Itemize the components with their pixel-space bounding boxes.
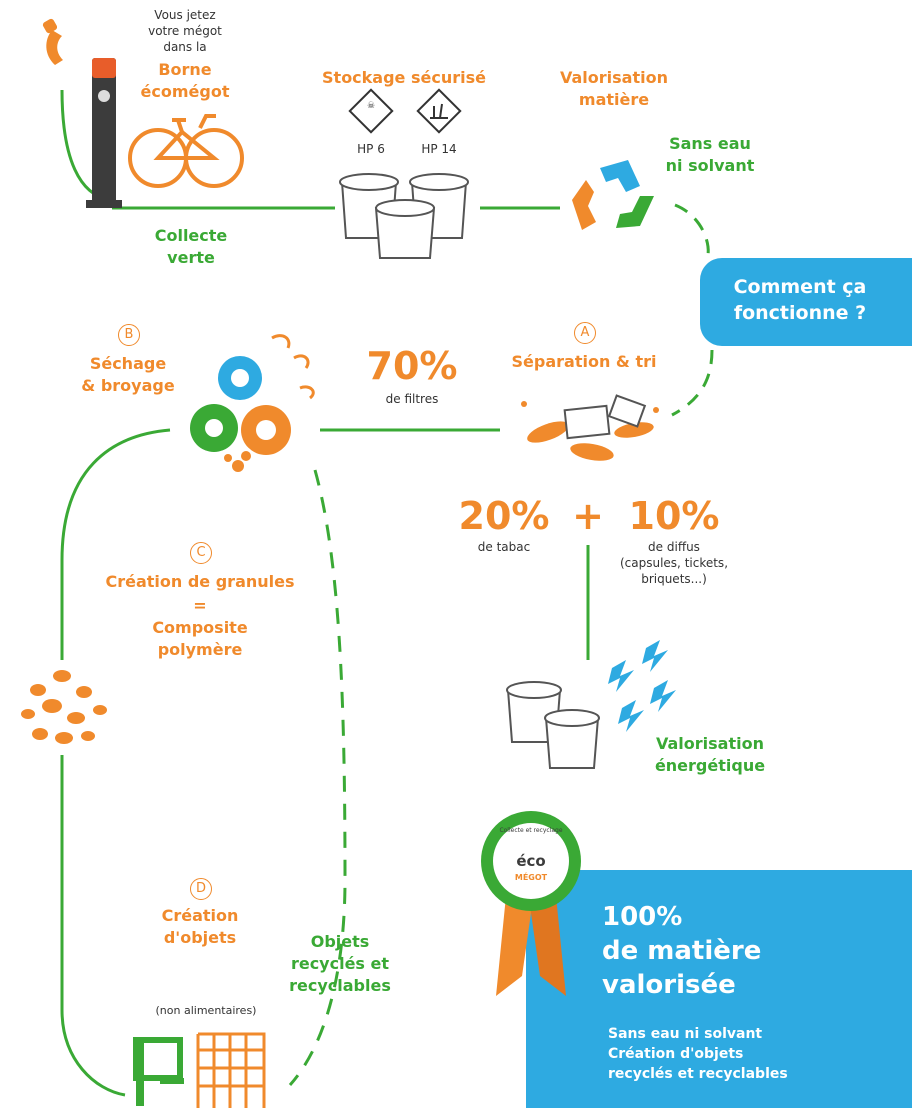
valorisation-matiere-line-2: matière [578,90,650,109]
summary-line-1: de matière [602,936,762,966]
non-alimentaires-label: (non alimentaires) [155,1004,257,1017]
summary-box: 100% de matière valorisée Sans eau ni so… [526,870,912,1108]
step-a-title: Séparation & tri [511,352,657,371]
step-c-badge: C [190,542,212,564]
diffus-line-1: de diffus [648,540,700,554]
collecte-label-2: verte [167,248,215,267]
summary-sub-1: Sans eau ni solvant [608,1026,763,1042]
step-b-line-2: & broyage [81,376,175,395]
collect-line-1: Vous jetez [154,8,216,22]
connector-lines [60,89,714,1097]
borne-ecomegot-icon [86,58,122,208]
line-broyage-to-objets-dashed [288,469,347,1086]
rosette-inner [493,823,569,899]
collect-line-2: votre mégot [148,24,222,38]
energetique-line-2: énergétique [654,756,766,775]
step-c-line-2: = [193,596,207,615]
hp6-label: HP 6 [357,142,385,156]
step-b-badge: B [118,324,140,346]
line-valorisation-to-comment [674,203,710,256]
comment-line-2: fonctionne ? [733,302,867,324]
sans-eau-line-1: Sans eau [669,134,751,153]
badge-megot-text: MÉGOT [515,871,548,882]
football-goal-icon [196,1032,266,1108]
objets-line-3: recyclables [289,976,391,995]
bicycle-icon [128,114,244,188]
tabac-label: de tabac [477,540,531,554]
tabac-percent: 20% [458,494,550,538]
separation-pile-icon [521,394,659,461]
borne-label-1: Borne [158,60,212,79]
step-b-line-1: Séchage [89,354,167,373]
objets-line-1: Objets [310,932,370,951]
basketball-hoop-icon [133,1037,184,1106]
summary-line-2: valorisée [602,970,736,1000]
step-c-line-4: polymère [157,640,243,659]
line-comment-to-tri [671,349,714,417]
borne-label-2: écomégot [140,82,230,101]
filters-label: de filtres [385,392,439,406]
storage-buckets-icon [339,173,469,259]
step-d-line-2: d'objets [163,928,237,947]
collecte-label-1: Collecte [154,226,228,245]
comment-line-1: Comment ça [733,276,867,298]
step-d-badge: D [190,878,212,900]
collect-line-3: dans la [163,40,207,54]
diffus-line-3: briquets...) [641,572,707,586]
badge-eco-text: éco [516,852,545,870]
comment-box: Comment ça fonctionne ? [700,258,912,346]
valorisation-matiere-line-1: Valorisation [560,68,668,87]
stockage-title: Stockage sécurisé [322,68,486,87]
sans-eau-line-2: ni solvant [665,156,755,175]
badge-arc-text: Collecte et recyclage [499,827,562,834]
energy-buckets-icon [506,681,600,769]
step-c-line-1: Création de granules [105,572,295,591]
plus-sign: + [572,494,604,538]
step-d-line-1: Création [161,906,239,925]
hp14-label: HP 14 [421,142,457,156]
hazard-hp14-icon [416,88,462,134]
objets-line-2: recyclés et [290,954,390,973]
gears-icon [190,334,315,472]
energetique-line-1: Valorisation [656,734,764,753]
svg-text:☠: ☠ [367,101,375,111]
recycle-arrows-icon [572,160,654,230]
lightning-icon [608,640,676,732]
summary-percent: 100% [602,902,683,932]
cigarette-butt-icon [42,18,63,65]
filters-percent: 70% [366,344,458,388]
step-c-line-3: Composite [152,618,248,637]
eco-megot-rosette: Collecte et recyclage éco MÉGOT [481,811,581,996]
rosette-ribbon-left [496,896,532,996]
rosette-ribbon-right [530,896,566,996]
step-a-badge: A [574,322,596,344]
summary-sub-3: recyclés et recyclables [608,1066,788,1082]
line-broyage-to-granules [60,428,171,660]
line-granules-to-objets [60,755,126,1097]
granules-icon [21,670,107,744]
diffus-line-2: (capsules, tickets, [619,556,729,570]
diffus-percent: 10% [628,494,720,538]
summary-sub-2: Création d'objets [608,1046,744,1062]
hazard-hp6-icon: ☠ [348,88,394,134]
